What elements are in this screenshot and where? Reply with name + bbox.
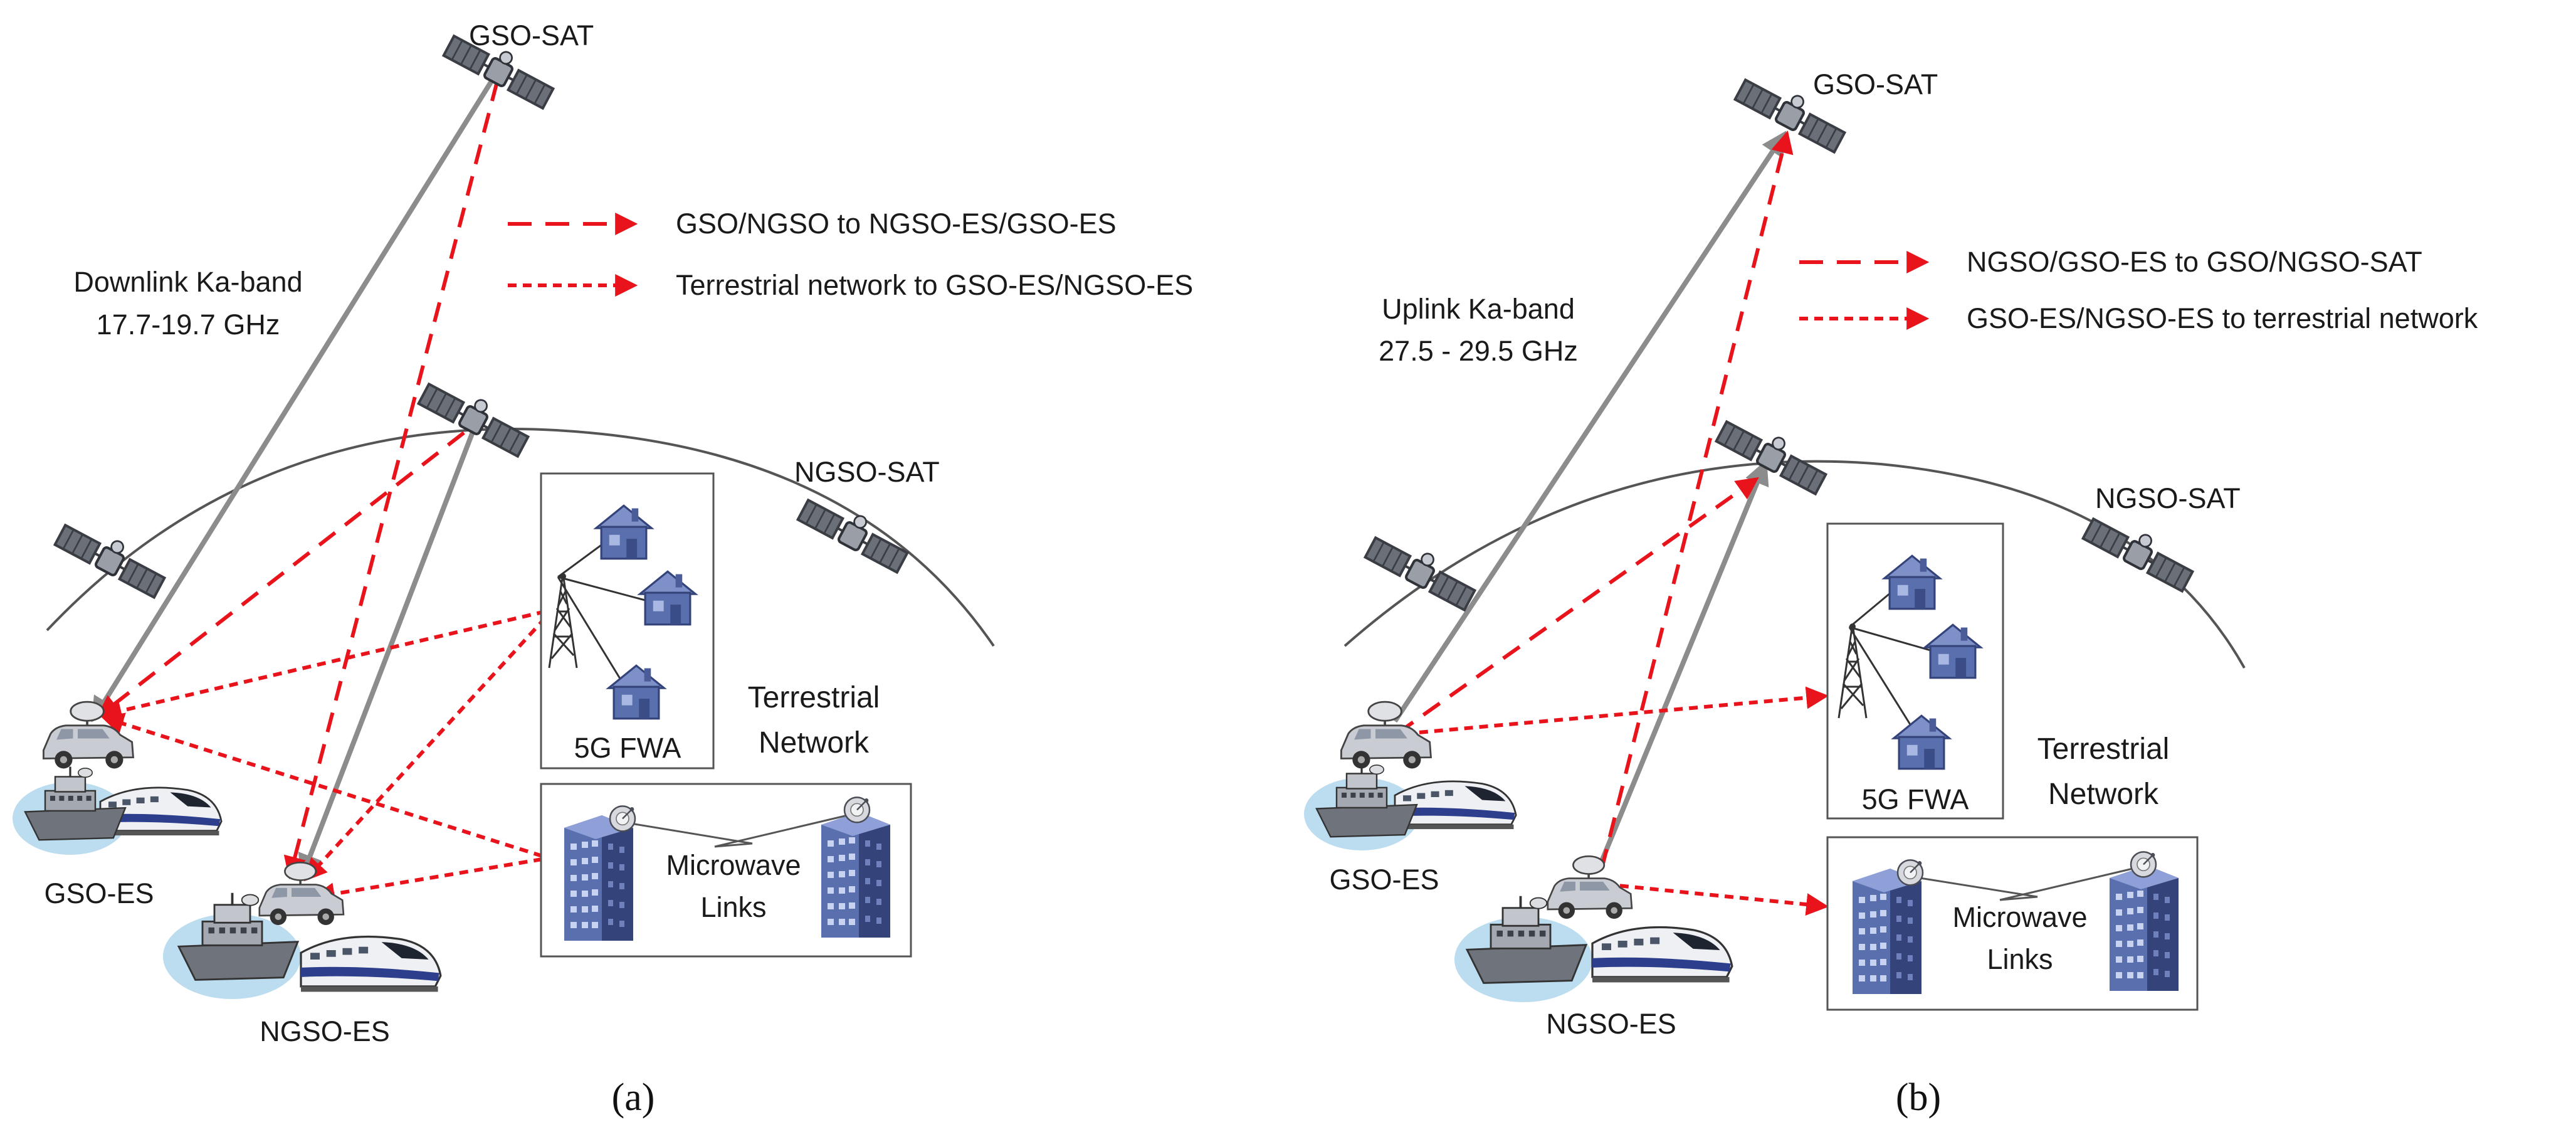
ngso-es-group: NGSO-ES — [163, 861, 442, 1047]
dish-icon — [843, 796, 871, 823]
ngso-satellite-left-icon — [55, 516, 170, 598]
fwa-to-gso-es-link — [98, 610, 546, 722]
panel-caption: (b) — [1896, 1076, 1941, 1119]
gso-sat-label: GSO-SAT — [469, 19, 594, 51]
microwave-to-ngso-es-link — [312, 857, 543, 906]
ngso-es-to-microwave-link — [1604, 882, 1829, 916]
legend-dotted-label: GSO-ES/NGSO-ES to terrestrial network — [1967, 302, 2478, 334]
legend: NGSO/GSO-ES to GSO/NGSO-SAT GSO-ES/NGSO-… — [1799, 246, 2478, 334]
car-icon — [258, 861, 345, 926]
microwave-label-line1: Microwave — [666, 849, 801, 881]
ngso-satellite-icon — [1716, 412, 1831, 494]
legend-dashed-label: NGSO/GSO-ES to GSO/NGSO-SAT — [1967, 246, 2422, 278]
gso-es-to-ngso-link — [1396, 477, 1759, 736]
gso-es-to-fwa-link — [1404, 686, 1829, 736]
legend: GSO/NGSO to NGSO-ES/GSO-ES Terrestrial n… — [508, 208, 1193, 301]
fwa-label: 5G FWA — [574, 732, 681, 764]
band-frequency-label: 27.5 - 29.5 GHz — [1379, 335, 1578, 367]
ngso-satellite-left-icon — [1365, 528, 1480, 610]
gso-to-ngso-es-link — [283, 81, 499, 879]
car-icon — [1340, 701, 1433, 770]
ngso-satellite-right-icon — [2083, 509, 2198, 591]
microwave-box: Microwave Links — [540, 783, 912, 958]
ngso-es-label: NGSO-ES — [260, 1015, 390, 1047]
fwa-box: 5G FWA — [540, 472, 715, 770]
gso-es-label: GSO-ES — [1329, 864, 1439, 896]
microwave-label-line2: Links — [700, 891, 766, 923]
legend-dashed-label: GSO/NGSO to NGSO-ES/GSO-ES — [676, 208, 1117, 240]
gso-sat-label: GSO-SAT — [1813, 68, 1938, 100]
ngso-to-gso-es-link — [97, 431, 465, 718]
office-building-icon — [1853, 869, 1921, 994]
car-icon — [1546, 855, 1633, 920]
ngso-es-label: NGSO-ES — [1546, 1008, 1676, 1040]
earth-horizon-arc — [46, 427, 995, 647]
ngso-satellite-right-icon — [798, 490, 913, 573]
train-icon — [1591, 926, 1733, 984]
gso-es-group: GSO-ES — [13, 701, 223, 909]
ngso-satellite-icon — [419, 374, 534, 457]
terrestrial-network-label-line1: Terrestrial — [748, 681, 880, 714]
microwave-label-line1: Microwave — [1952, 901, 2087, 933]
gso-downlink-beam — [91, 70, 500, 722]
terrestrial-network-label-line2: Network — [759, 726, 870, 759]
office-building-icon — [821, 812, 890, 938]
ngso-sat-label: NGSO-SAT — [794, 456, 940, 488]
gso-es-group: GSO-ES — [1304, 701, 1517, 896]
gso-uplink-beam — [1392, 130, 1787, 723]
ngso-sat-label: NGSO-SAT — [2095, 482, 2241, 514]
train-icon — [300, 935, 442, 993]
fwa-box: 5G FWA — [1826, 522, 2004, 820]
fwa-label: 5G FWA — [1862, 783, 1969, 815]
terrestrial-network-label-line2: Network — [2048, 778, 2159, 811]
dish-icon — [2130, 851, 2157, 878]
band-frequency-label: 17.7-19.7 GHz — [97, 309, 280, 341]
microwave-to-gso-es-link — [101, 712, 543, 858]
ngso-es-to-gso-link — [1600, 130, 1794, 869]
dish-icon — [609, 805, 636, 832]
microwave-box: Microwave Links — [1826, 836, 2199, 1011]
office-building-icon — [564, 815, 633, 941]
legend-dotted-label: Terrestrial network to GSO-ES/NGSO-ES — [676, 269, 1193, 301]
gso-es-label: GSO-ES — [44, 877, 154, 909]
band-name-label: Uplink Ka-band — [1382, 293, 1575, 325]
ngso-uplink-beam — [1596, 459, 1769, 870]
ngso-es-group: NGSO-ES — [1454, 855, 1733, 1040]
dish-icon — [1896, 859, 1924, 886]
office-building-icon — [2110, 865, 2179, 991]
panel-b: GSO-SAT NGSO-SAT Uplink Ka-band 27.5 - 2… — [1304, 68, 2478, 1119]
band-name-label: Downlink Ka-band — [73, 266, 302, 298]
fwa-to-ngso-es-link — [304, 616, 547, 882]
panel-caption: (a) — [612, 1076, 655, 1119]
terrestrial-network-label-line1: Terrestrial — [2037, 733, 2170, 766]
microwave-label-line2: Links — [1987, 943, 2053, 975]
panel-a: GSO-SAT NGSO-SAT Downlink Ka-band 17.7-1… — [13, 19, 1193, 1119]
